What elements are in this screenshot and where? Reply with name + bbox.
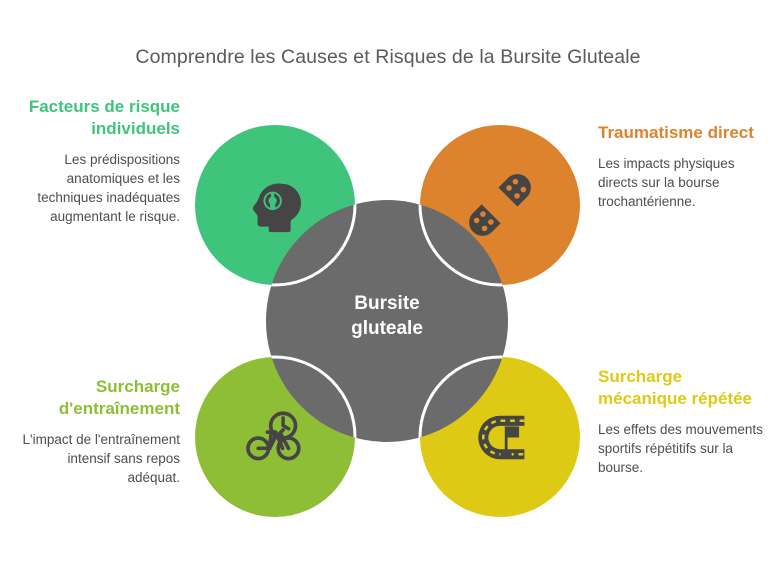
- node-text-traumatisme-direct: Traumatisme direct Les impacts physiques…: [598, 122, 766, 211]
- node-heading-surcharge-entrainement: Surcharge d'entraînement: [58, 377, 180, 418]
- node-heading-surcharge-mecanique-repetee: Surcharge mécanique répétée: [598, 367, 753, 408]
- node-text-surcharge-mecanique-repetee: Surcharge mécanique répétée Les effets d…: [598, 366, 766, 477]
- node-body-traumatisme-direct: Les impacts physiques directs sur la bou…: [598, 156, 735, 209]
- racetrack-flag-icon: [478, 415, 525, 460]
- node-text-facteurs-de-risque-individuels: Facteurs de risque individuels Les prédi…: [12, 96, 180, 226]
- circle-center-bursite[interactable]: [266, 200, 508, 442]
- overlap-arcs: [266, 200, 508, 442]
- node-text-surcharge-entrainement: Surcharge d'entraînement L'impact de l'e…: [12, 376, 181, 487]
- head-brain-icon: [252, 183, 302, 233]
- bandage-icon: [469, 174, 531, 236]
- node-heading-traumatisme-direct: Traumatisme direct: [598, 123, 754, 142]
- bicycle-clock-icon: [246, 411, 301, 461]
- page-title: Comprendre les Causes et Risques de la B…: [135, 46, 641, 68]
- node-heading-facteurs-de-risque-individuels: Facteurs de risque individuels: [28, 97, 180, 138]
- node-body-surcharge-mecanique-repetee: Les effets des mouvements sportifs répét…: [598, 422, 763, 475]
- node-body-surcharge-entrainement: L'impact de l'entraînement intensif sans…: [22, 432, 181, 485]
- node-body-facteurs-de-risque-individuels: Les prédispositions anatomiques et les t…: [37, 152, 180, 224]
